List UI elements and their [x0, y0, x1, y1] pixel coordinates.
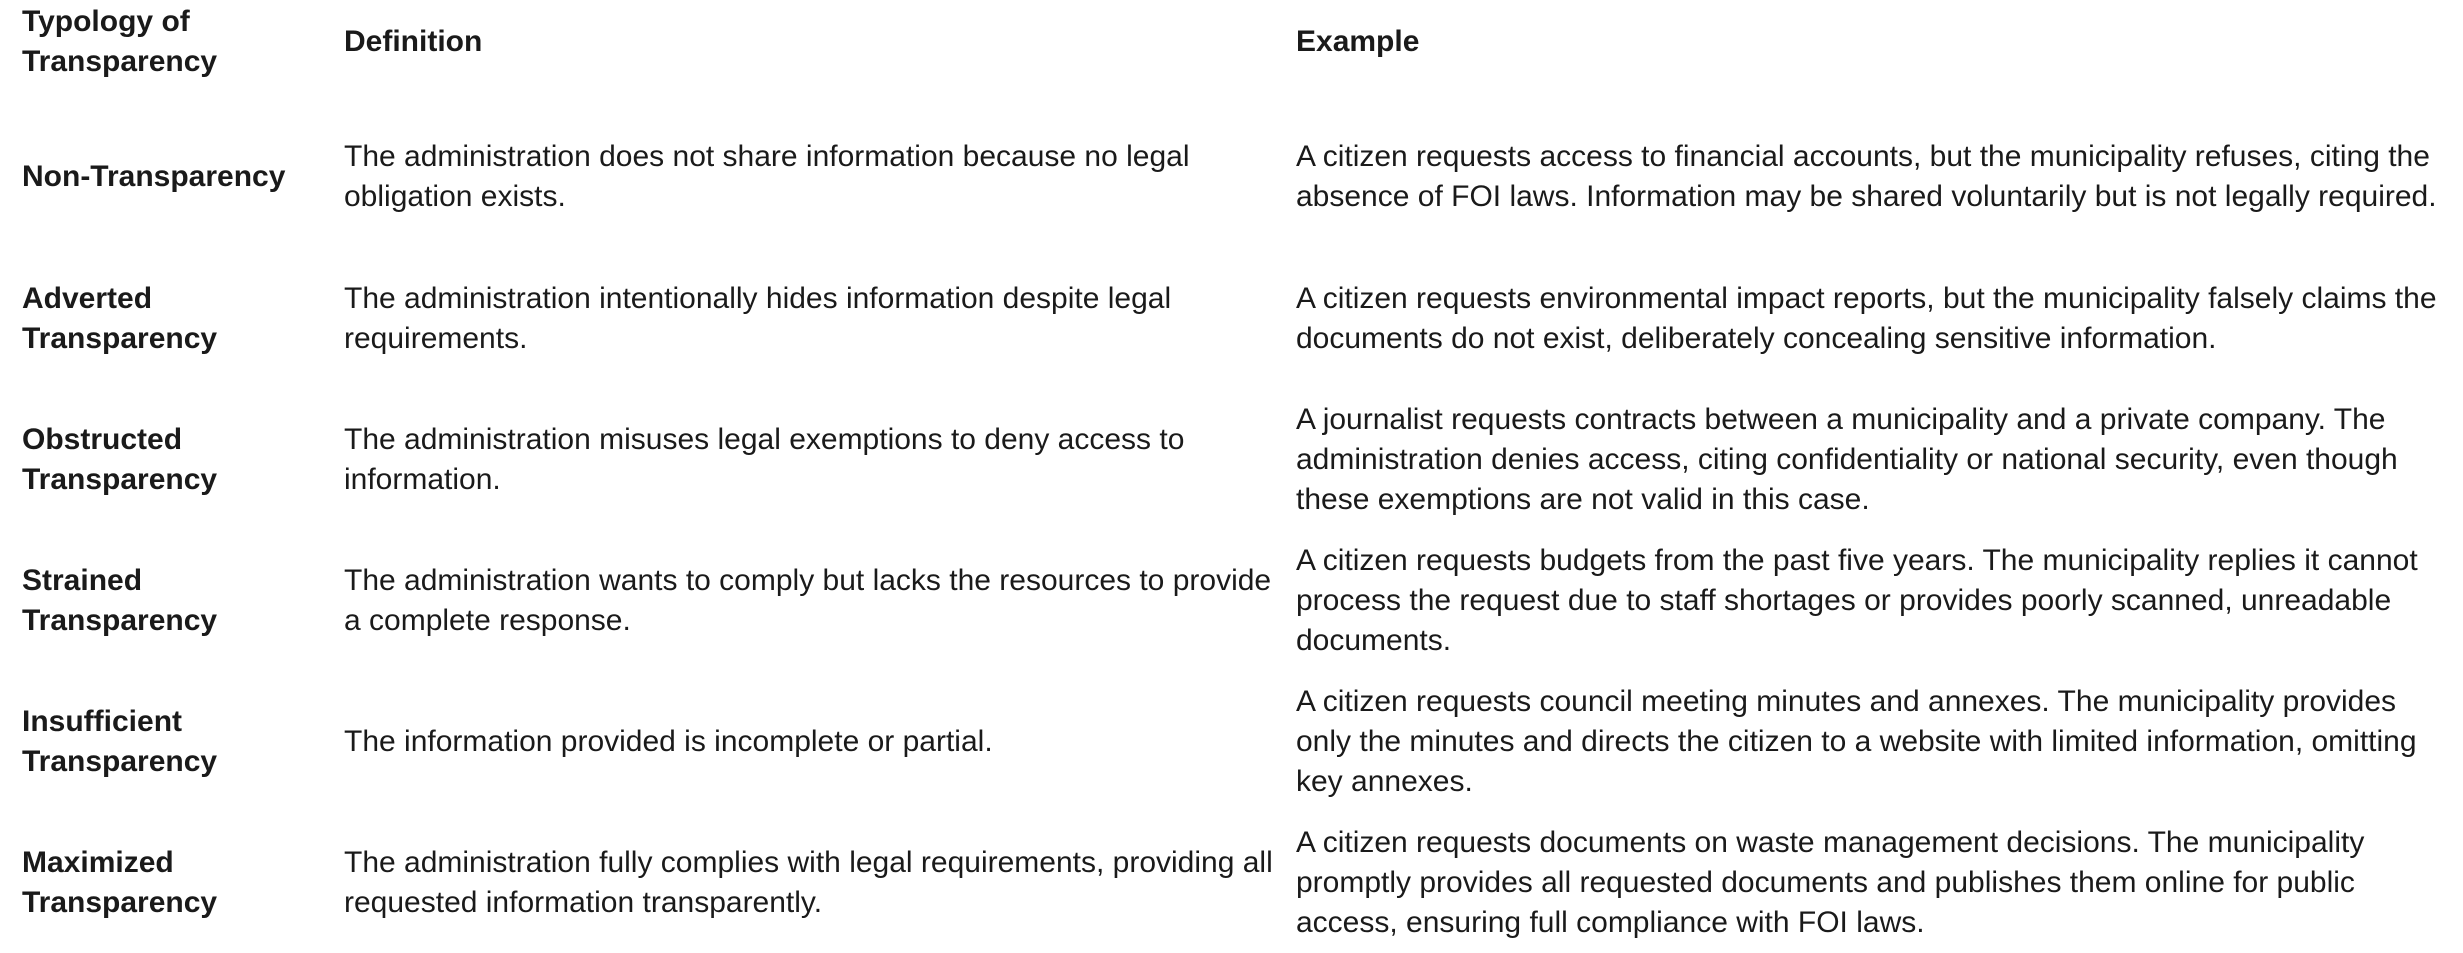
typology-cell: Obstructed Transparency: [22, 422, 218, 496]
table-row: Adverted Transparency The administration…: [0, 248, 2463, 389]
definition-cell: The administration intentionally hides i…: [344, 281, 1172, 355]
header-row: Typology of Transparency Definition Exam…: [0, 0, 2463, 106]
definition-cell: The administration fully complies with l…: [344, 845, 1273, 919]
example-cell: A citizen requests budgets from the past…: [1296, 543, 2418, 657]
typology-cell: Maximized Transparency: [22, 845, 218, 919]
typology-cell: Non-Transparency: [22, 160, 286, 193]
typology-cell: Adverted Transparency: [22, 281, 218, 355]
header-example: Example: [1296, 25, 1420, 58]
example-cell: A citizen requests environmental impact …: [1296, 281, 2437, 355]
definition-cell: The administration misuses legal exempti…: [344, 422, 1185, 496]
table-row: Maximized Transparency The administratio…: [0, 812, 2463, 953]
header-typology: Typology of Transparency: [22, 5, 218, 78]
example-cell: A citizen requests documents on waste ma…: [1296, 825, 2365, 939]
definition-cell: The administration wants to comply but l…: [344, 563, 1272, 637]
definition-cell: The information provided is incomplete o…: [344, 724, 993, 758]
table-row: Strained Transparency The administration…: [0, 530, 2463, 671]
definition-cell: The administration does not share inform…: [344, 140, 1190, 213]
header-definition: Definition: [344, 25, 483, 58]
example-cell: A citizen requests council meeting minut…: [1296, 684, 2417, 798]
typology-cell: Insufficient Transparency: [22, 704, 218, 778]
table-header: Typology of Transparency Definition Exam…: [0, 0, 2463, 106]
example-cell: A journalist requests contracts between …: [1296, 402, 2398, 516]
example-cell: A citizen requests access to financial a…: [1296, 140, 2437, 213]
typology-cell: Strained Transparency: [22, 563, 218, 637]
table-row: Non-Transparency The administration does…: [0, 106, 2463, 248]
table-row: Obstructed Transparency The administrati…: [0, 389, 2463, 530]
table-row: Insufficient Transparency The informatio…: [0, 671, 2463, 812]
table-body: Non-Transparency The administration does…: [0, 106, 2463, 953]
